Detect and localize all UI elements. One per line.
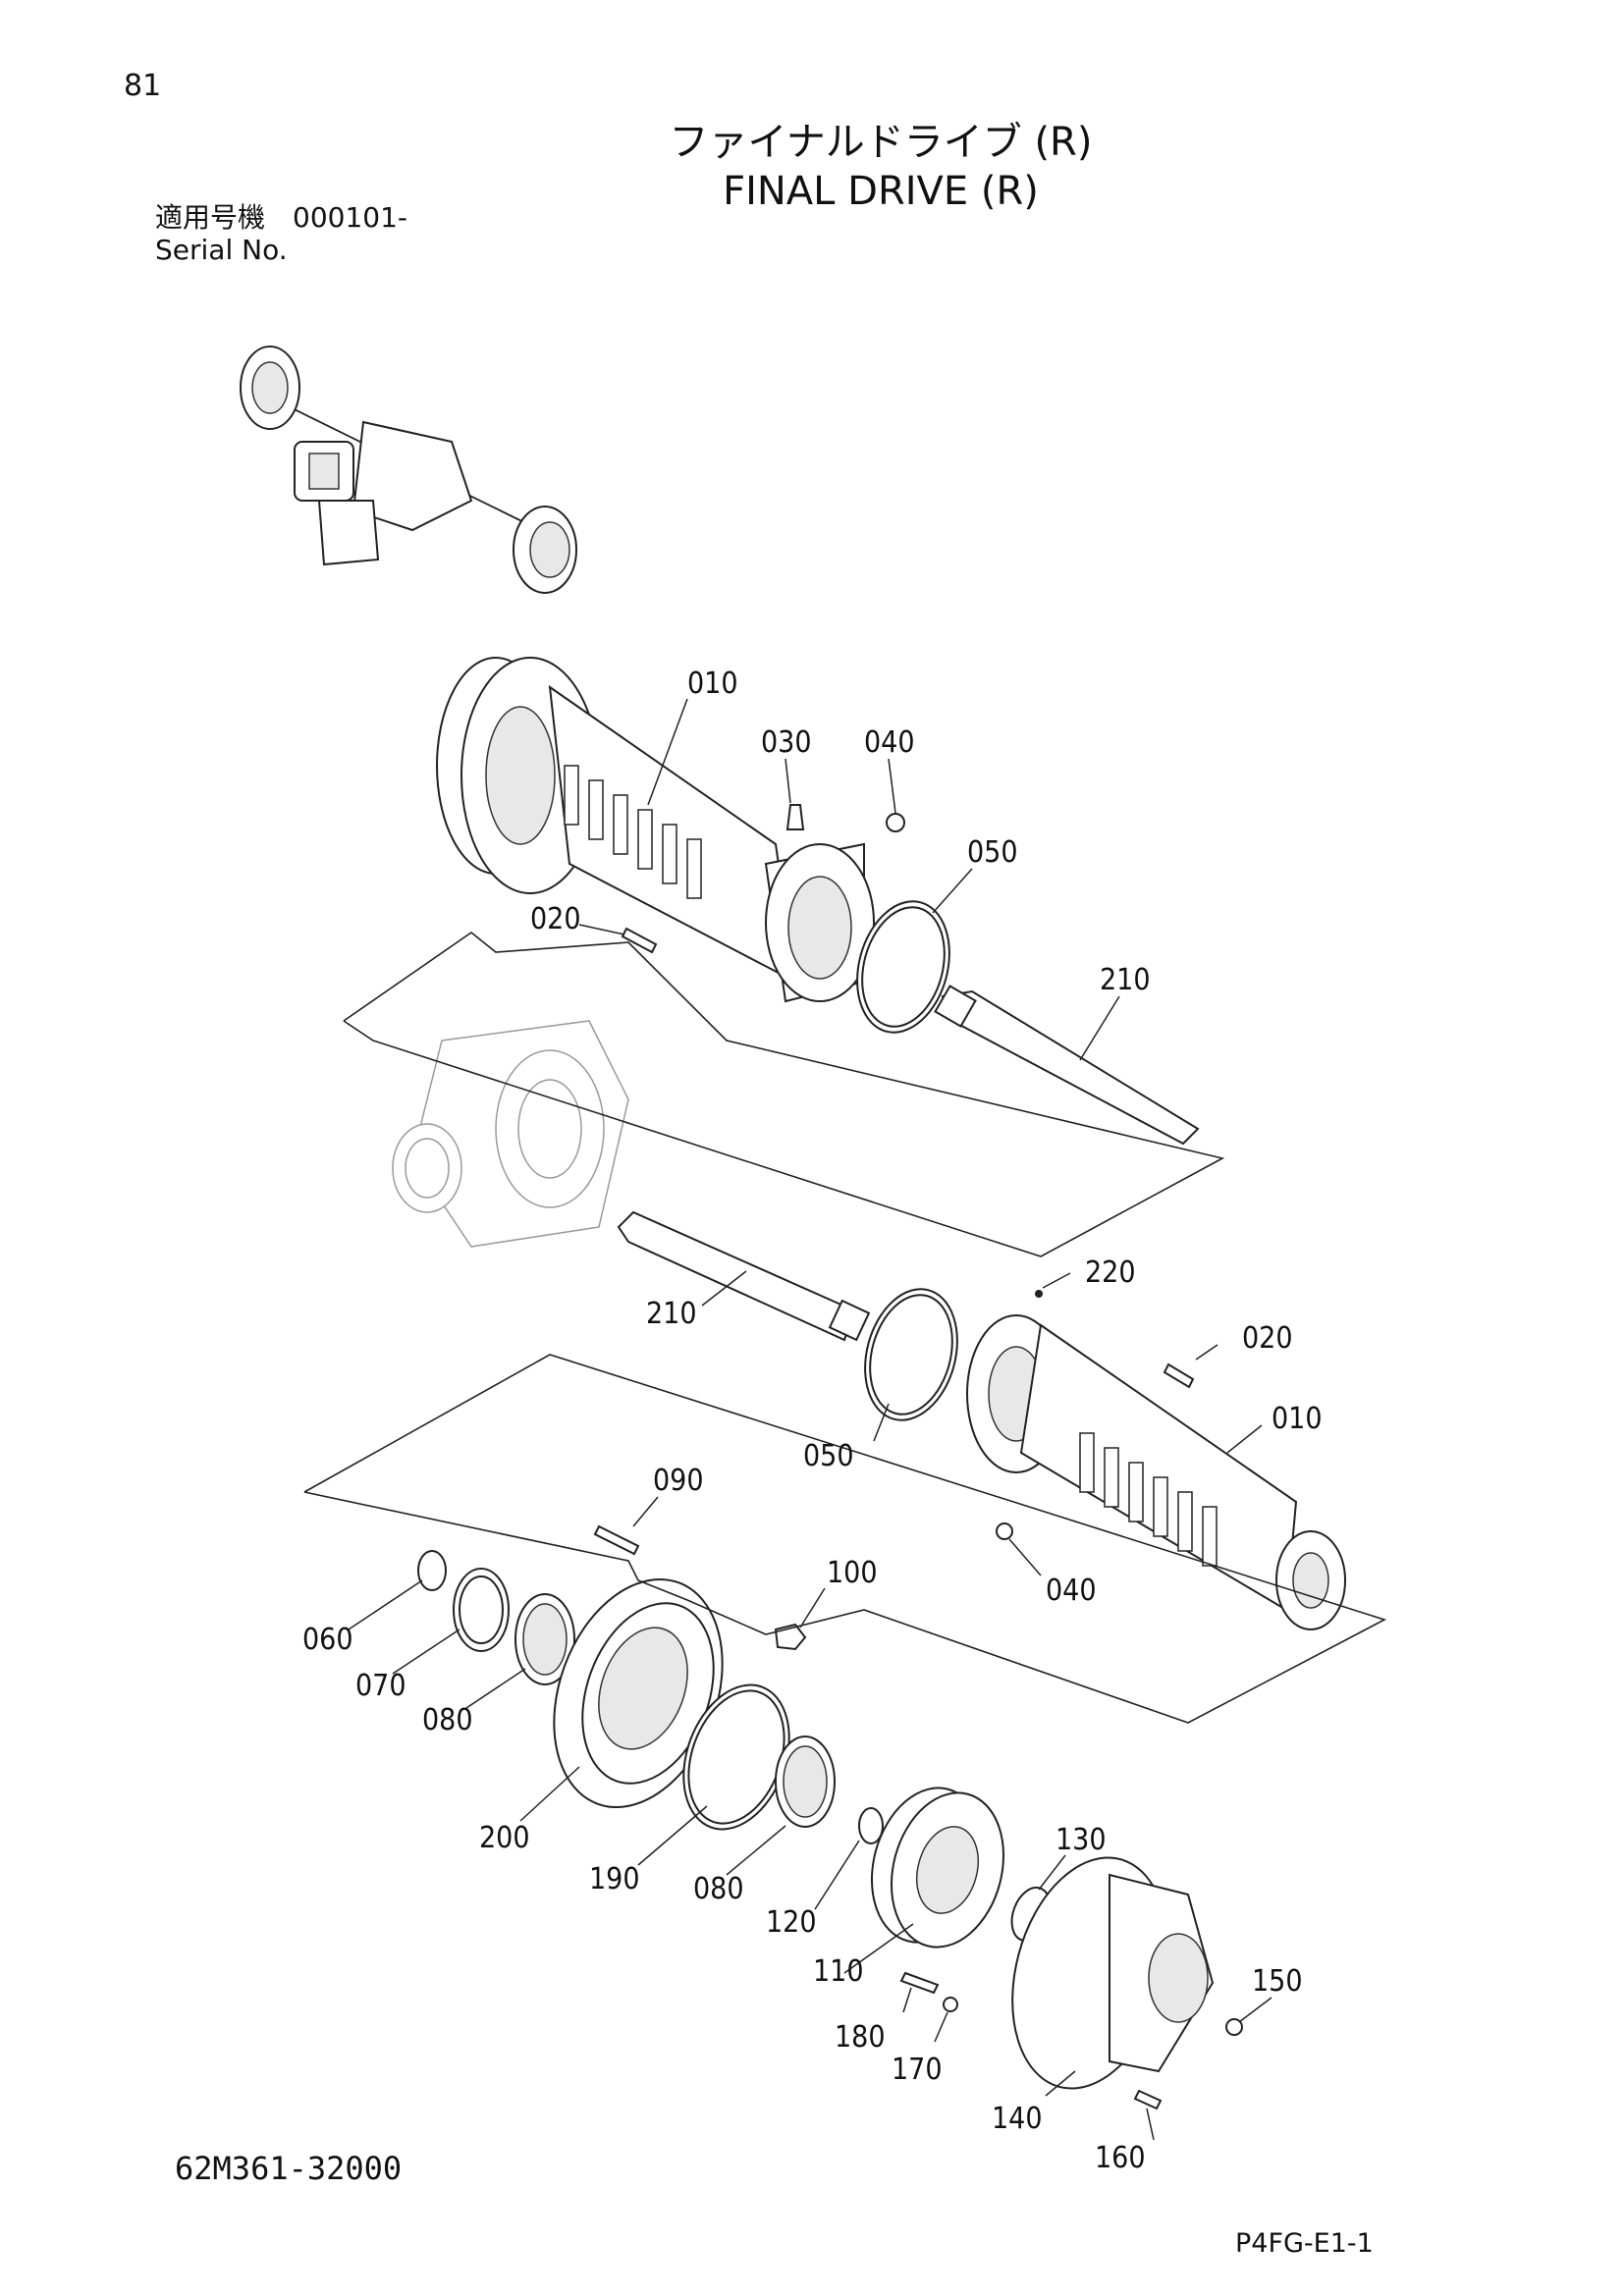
- leader-lines: [348, 698, 1272, 2141]
- grease-nipple-030: [785, 804, 805, 830]
- planetary-cover-140: [1011, 1856, 1215, 2090]
- wheel-hub-200: [553, 1577, 724, 1809]
- planetary-carrier-110: [870, 1787, 1005, 1949]
- callout-090: 090: [653, 1464, 704, 1498]
- callout-190: 190: [589, 1862, 640, 1896]
- plug-150: [1225, 2018, 1243, 2036]
- callout-170: 170: [892, 2053, 943, 2087]
- title-japanese: ファイナルドライブ (R): [669, 120, 1093, 165]
- callout-050-upper: 050: [967, 835, 1018, 870]
- bolt-170: [943, 1997, 958, 2012]
- differential-carrier: [392, 1020, 629, 1248]
- callout-120: 120: [766, 1905, 817, 1940]
- callout-040-lower: 040: [1046, 1574, 1097, 1608]
- axle-housing-upper: [436, 657, 875, 1003]
- callout-140: 140: [992, 2102, 1043, 2136]
- callout-010-lower: 010: [1272, 1402, 1323, 1436]
- stud-090: [593, 1524, 640, 1556]
- callout-110: 110: [813, 1954, 864, 1989]
- callout-040-upper: 040: [864, 725, 915, 760]
- serial-label-japanese: 適用号機 000101-: [155, 201, 407, 234]
- callout-130: 130: [1056, 1823, 1107, 1857]
- axle-housing-lower: [966, 1314, 1346, 1630]
- axle-overview-illustration: [240, 346, 577, 594]
- callout-080-lower: 080: [693, 1872, 744, 1906]
- assembly-outline-lower: [303, 1354, 1387, 1724]
- bolt-020-upper: [621, 927, 658, 954]
- callout-050-lower: 050: [803, 1439, 854, 1473]
- callout-080-upper: 080: [422, 1703, 473, 1737]
- bolt-160: [1133, 2089, 1163, 2110]
- callout-labels: 010 030 040 050 020 210 210 220 020 010 …: [302, 667, 1323, 2175]
- callout-100: 100: [827, 1556, 878, 1590]
- breather-220: [1035, 1290, 1043, 1298]
- serial-label-english: Serial No.: [155, 234, 288, 266]
- axle-shaft-210-upper: [934, 985, 1200, 1146]
- seal-060: [417, 1550, 447, 1591]
- callout-220: 220: [1085, 1255, 1136, 1290]
- callout-160: 160: [1095, 2141, 1146, 2175]
- callout-020-lower: 020: [1242, 1321, 1293, 1356]
- callout-200: 200: [479, 1821, 530, 1855]
- callout-030: 030: [761, 725, 812, 760]
- callout-210-lower: 210: [646, 1297, 697, 1331]
- part-number: 62M361-32000: [175, 2150, 403, 2187]
- assembly-outline-upper: [343, 932, 1225, 1257]
- plug-040-lower: [996, 1522, 1013, 1540]
- callout-070: 070: [355, 1669, 406, 1703]
- callout-060: 060: [302, 1623, 353, 1657]
- callout-180: 180: [835, 2020, 886, 2055]
- axle-shaft-210-lower: [617, 1210, 871, 1342]
- title-english: FINAL DRIVE (R): [723, 169, 1039, 214]
- callout-020-upper: 020: [530, 902, 581, 936]
- plug-040-upper: [886, 813, 905, 832]
- callout-210-upper: 210: [1100, 963, 1151, 997]
- ring-120: [858, 1807, 884, 1844]
- pin-180: [899, 1971, 940, 1995]
- callout-010-upper: 010: [687, 667, 738, 701]
- bolt-020-lower: [1163, 1362, 1195, 1389]
- page-code: P4FG-E1-1: [1235, 2228, 1374, 2259]
- page-number: 81: [124, 69, 162, 103]
- callout-150: 150: [1252, 1964, 1303, 1999]
